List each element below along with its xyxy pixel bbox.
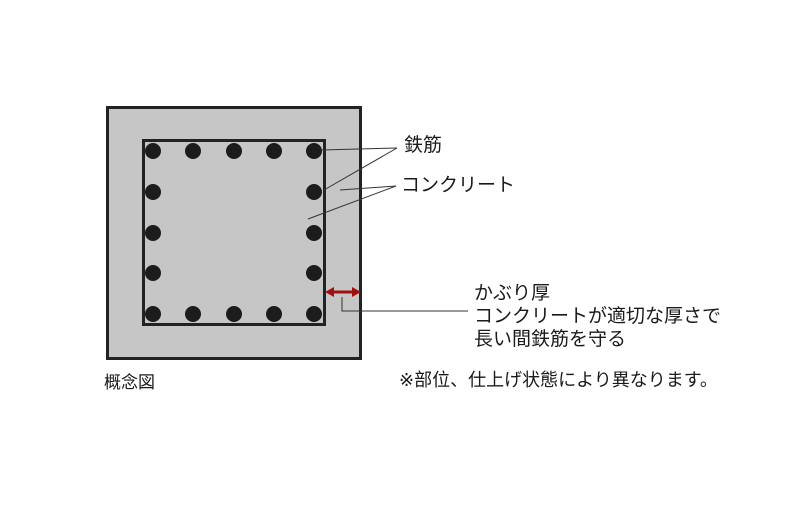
cover-thickness-arrow (325, 287, 361, 297)
rebar-dot (185, 306, 201, 322)
rebar-dot (306, 143, 322, 159)
rebar-leader-line-2 (323, 147, 398, 191)
rebar-dot (145, 184, 161, 200)
tie-hoop-outline (142, 139, 326, 326)
rebar-dot (266, 306, 282, 322)
rebar-dot (185, 143, 201, 159)
rebar-dot (226, 143, 242, 159)
rebar-dot (145, 143, 161, 159)
rebar-leader-line-1 (321, 147, 398, 151)
rebar-dot (145, 225, 161, 241)
rebar-dot (306, 306, 322, 322)
footnote: ※部位、仕上げ状態により異なります。 (399, 370, 718, 391)
diagram-caption: 概念図 (104, 373, 155, 393)
cover-line-2: 長い間鉄筋を守る (474, 328, 627, 350)
concrete-leader-line-2 (307, 185, 397, 220)
rebar-dot (306, 225, 322, 241)
cover-line-1: コンクリートが適切な厚さで (474, 305, 722, 327)
rebar-dot (145, 306, 161, 322)
cover-leader-line (341, 297, 468, 312)
cover-thickness-label: かぶり厚 コンクリートが適切な厚さで 長い間鉄筋を守る (474, 282, 721, 351)
concrete-label: コンクリート (401, 174, 516, 196)
rebar-dot (266, 143, 282, 159)
rebar-dot (145, 265, 161, 281)
rebar-dot (306, 265, 322, 281)
rebar-dot (226, 306, 242, 322)
rebar-dot (306, 184, 322, 200)
cover-title: かぶり厚 (474, 282, 551, 304)
rebar-group (145, 143, 322, 322)
concrete-leader-line-1 (339, 185, 397, 191)
rebar-label: 鉄筋 (404, 134, 443, 156)
